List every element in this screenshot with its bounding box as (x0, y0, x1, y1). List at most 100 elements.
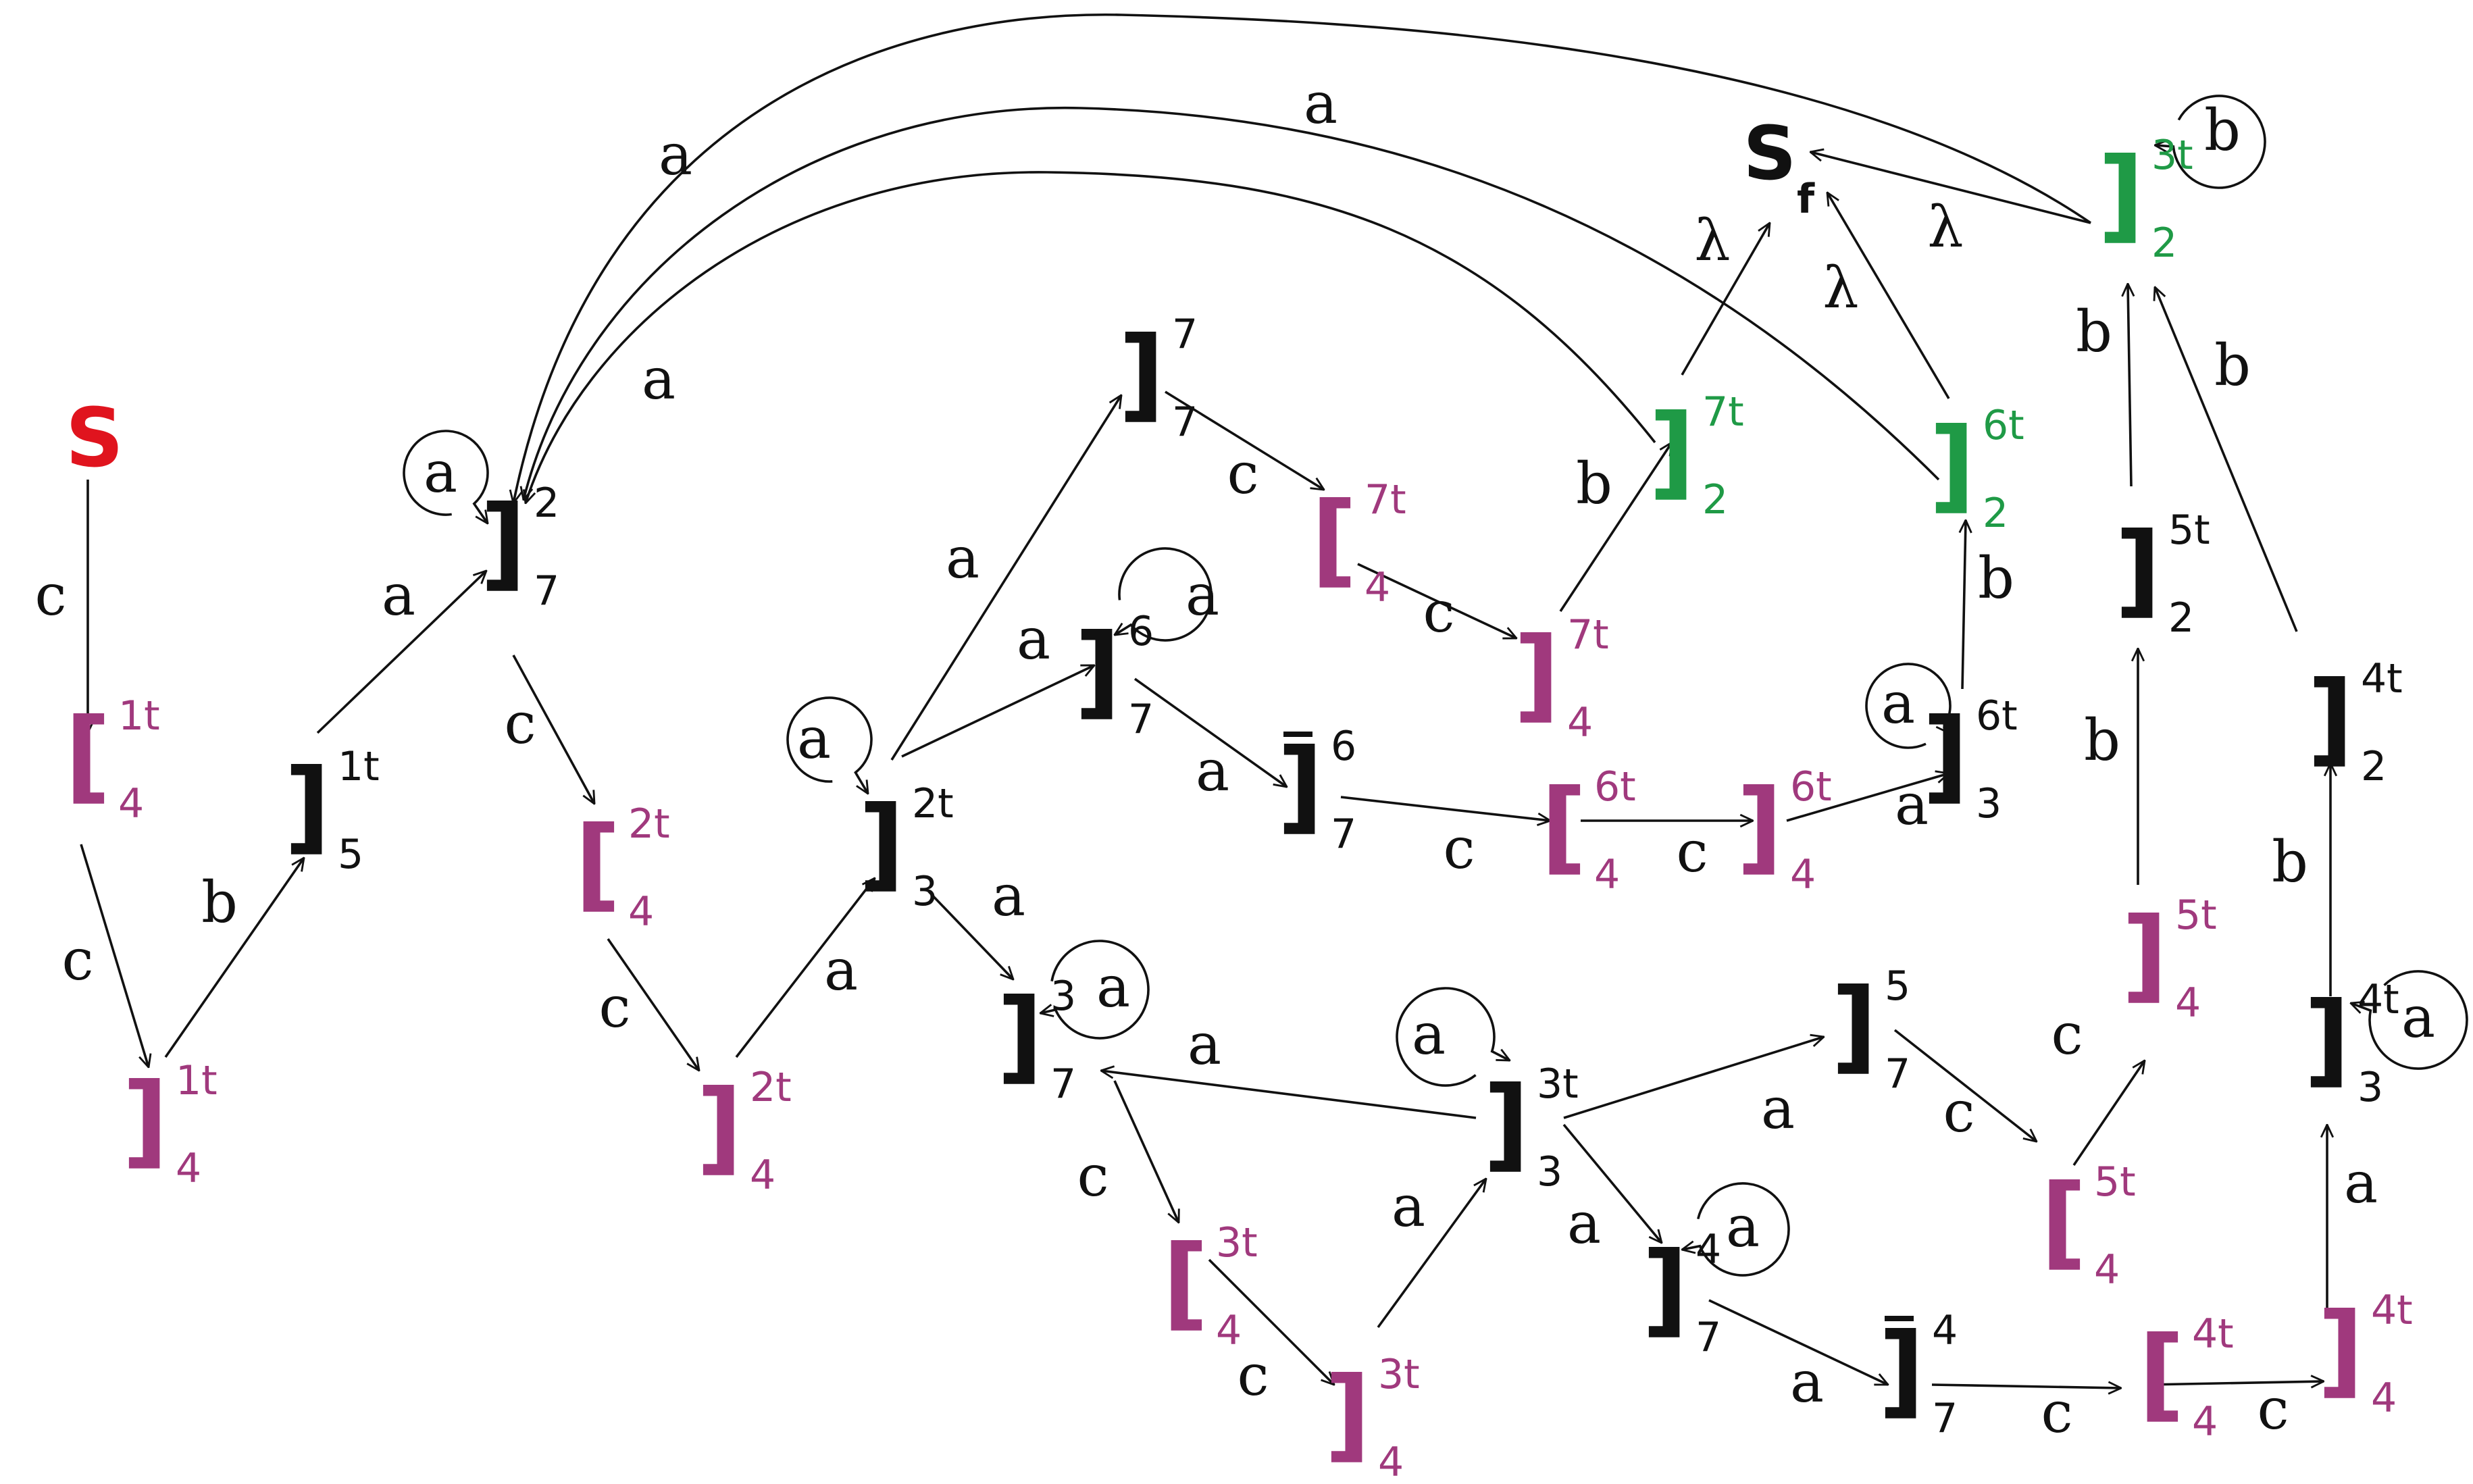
state-sf-subscript: f (1797, 176, 1815, 223)
state-c7_7-symbol: ] (1119, 315, 1165, 433)
edge-c3_4t-to-c2_4t-label: b (2272, 829, 2308, 895)
edge-o4_1t-to-c4_1t (80, 844, 149, 1067)
state-c2_3t-subscript: 2 (2151, 220, 2177, 267)
state-o4_1t-subscript: 4 (118, 780, 144, 827)
edge-c7_2-to-o4_2t (512, 655, 594, 804)
state-c7_7: ]77 (1119, 311, 1198, 446)
edge-o4_3t-to-c4_3t-label: c (1237, 1342, 1269, 1408)
state-c7_5-superscript: 5 (1885, 963, 1910, 1010)
state-c4_2t-subscript: 4 (750, 1152, 775, 1199)
edge-cb7_4-to-o4_4t (1931, 1385, 2121, 1388)
edge-c4_6t-to-c3_6t-label: a (1895, 771, 1929, 838)
edge-o4_7t-to-c4_7t (1357, 563, 1516, 640)
state-c7_3-superscript: 3 (1050, 973, 1076, 1020)
state-c4_4t-subscript: 4 (2371, 1375, 2397, 1422)
state-c4_6t: ]6t4 (1737, 763, 1832, 898)
state-c3_4t: ]4t 3 (2304, 976, 2399, 1111)
state-c4_5t-subscript: 4 (2175, 979, 2201, 1027)
state-c5_1t-superscript: 1t (338, 743, 380, 790)
edge-c3_3t-to-c7_4 (1562, 1123, 1662, 1243)
edge-c3_6t-to-c3_6t-label: a (1881, 670, 1915, 736)
state-c2_3t-symbol: ] (2098, 136, 2145, 254)
edge-c5_1t-to-c7_2 (316, 571, 486, 734)
state-c2_4t-subscript: 2 (2361, 743, 2387, 790)
state-c4_2t: ]2t4 (696, 1064, 792, 1199)
state-c3_4t-subscript: 3 (2357, 1064, 2383, 1111)
edge-c3_2t-to-c7_6-label: a (1017, 606, 1050, 672)
state-c7_5-subscript: 7 (1885, 1050, 1910, 1098)
edge-c7_7-to-o4_7t-label: c (1227, 440, 1258, 507)
edge-cb7_6-to-o4_6t-label: c (1443, 815, 1475, 881)
state-c4_3t-subscript: 4 (1378, 1439, 1404, 1484)
edge-c7_3-to-o4_3t-label: c (1077, 1143, 1108, 1209)
edge-c7_2-to-c7_2-loop (403, 430, 488, 523)
state-o4_1t-symbol: [ (65, 697, 111, 815)
state-c2_6t-subscript: 2 (1983, 490, 2008, 537)
edge-cb7_4-to-o4_4t-label: c (2041, 1379, 2072, 1445)
edge-c3_3t-to-c7_5-label: a (1761, 1075, 1795, 1142)
state-o4_1t: [1t 4 (65, 692, 160, 827)
state-o4_5t: [5t4 (2041, 1158, 2136, 1294)
edge-c4_2t-to-c3_2t (735, 878, 875, 1058)
state-c4_4t-symbol: ] (2318, 1291, 2364, 1409)
state-c7_6-subscript: 7 (1128, 696, 1154, 743)
edge-c2_3t-to-c2_3t-label: b (2204, 97, 2241, 163)
state-o4_4t: [4t4 (2139, 1310, 2234, 1445)
state-cb7_6-superscript: 6 (1331, 723, 1356, 770)
state-c7_4-subscript: 7 (1696, 1314, 1721, 1361)
state-c4_7t-superscript: 7t (1567, 611, 1609, 659)
state-c2_5t-subscript: 2 (2168, 594, 2194, 642)
edge-c4_3t-to-c3_3t-label: a (1392, 1173, 1425, 1239)
edge-c2_4t-to-c2_3t (2155, 287, 2298, 632)
state-cb7_6-subscript: 7 (1331, 811, 1356, 858)
edge-c7_5-to-o4_5t (1893, 1029, 2037, 1142)
state-cb7_6-symbol: ] (1277, 727, 1324, 845)
state-c7_3-symbol: ] (997, 977, 1044, 1095)
edge-c7_4-to-cb7_4-label: a (1790, 1349, 1824, 1415)
edge-c3_3t-to-c7_5 (1563, 1037, 1824, 1119)
state-c3_2t-superscript: 2t (912, 780, 954, 827)
edge-c4_7t-to-c2_7t (1559, 442, 1672, 612)
state-c3_4t-superscript: 4t (2357, 976, 2399, 1023)
state-c4_7t: ]7t4 (1514, 611, 1609, 746)
state-cb7_4-symbol: ] (1879, 1312, 1925, 1429)
edge-c4_2t-to-c3_2t-label: a (824, 937, 858, 1003)
state-c2_7t-symbol: ] (1649, 393, 1696, 511)
edge-c5_1t-to-c7_2-label: a (382, 562, 415, 628)
state-o4_2t: [2t4 (575, 800, 670, 936)
state-c4_5t: ]5t4 (2122, 892, 2217, 1027)
state-sf-symbol: S (1743, 110, 1796, 197)
edge-c7_6-to-c7_6-label: a (1185, 562, 1219, 628)
state-c2_6t: ]6t2 (1929, 402, 2024, 537)
edge-s-to-o4_1t-label: c (34, 562, 66, 628)
edge-c3_6t-to-c2_6t (1962, 520, 1966, 690)
state-c4_2t-superscript: 2t (750, 1064, 792, 1111)
state-c7_2-subscript: 7 (534, 567, 559, 615)
state-c7_6-superscript: 6 (1128, 608, 1154, 655)
edge-c7_4-to-cb7_4 (1708, 1299, 1888, 1386)
state-c4_7t-symbol: ] (1514, 616, 1560, 734)
state-o4_4t-subscript: 4 (2192, 1398, 2218, 1445)
state-c7_2-symbol: ] (480, 484, 527, 602)
state-o4_1t-superscript: 1t (118, 692, 160, 740)
edge-c2_3t-to-sf (1810, 152, 2091, 224)
state-c3_4t-symbol: ] (2304, 981, 2351, 1098)
edge-c3_3t-to-c7_4-label: a (1567, 1190, 1601, 1256)
state-o4_5t-subscript: 4 (2094, 1246, 2120, 1294)
edge-c2_7t-to-sf-label: λ (1694, 207, 1730, 274)
edge-c3_2t-to-c7_7-label: a (946, 525, 979, 591)
state-c3_6t-subscript: 3 (1976, 780, 2002, 827)
edge-o4_5t-to-c4_5t (2072, 1060, 2145, 1167)
state-c4_1t-subscript: 4 (176, 1145, 201, 1192)
edge-c2_7t-to-sf (1681, 223, 1770, 376)
state-c2_4t-symbol: ] (2308, 660, 2354, 777)
state-c3_6t: ]6t3 (1922, 692, 2018, 827)
state-o4_2t-superscript: 2t (628, 800, 670, 848)
state-c2_3t-superscript: 3t (2151, 132, 2193, 179)
edge-o4_4t-to-c4_4t (2147, 1381, 2324, 1385)
edge-c3_6t-to-c3_6t-loop (1865, 663, 1952, 749)
state-c2_7t: ]7t2 (1649, 388, 1744, 523)
state-cb7_4-superscript: 4 (1932, 1307, 1958, 1354)
state-o4_6t: [6t4 (1541, 763, 1636, 898)
state-c2_5t-symbol: ] (2115, 511, 2162, 629)
